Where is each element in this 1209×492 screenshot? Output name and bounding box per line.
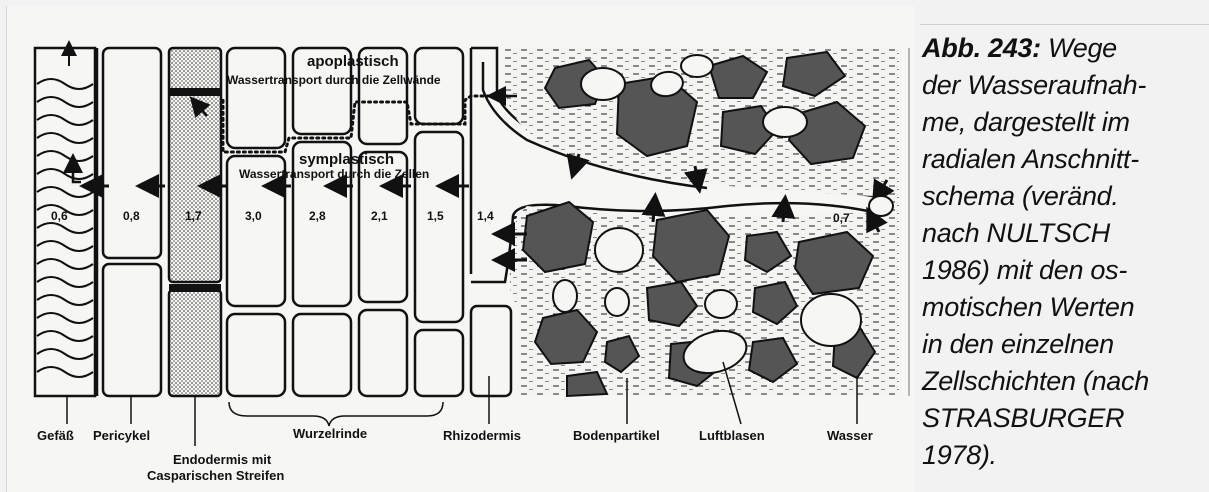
osmotic-value-endodermis: 1,7 bbox=[185, 209, 202, 223]
label-gefaess: Gefäß bbox=[37, 428, 74, 443]
label-wurzelrinde: Wurzelrinde bbox=[293, 426, 367, 441]
label-endodermis-line2: Casparischen Streifen bbox=[147, 468, 284, 483]
water-droplet bbox=[869, 196, 893, 216]
caption-line-6: nach NULTSCH bbox=[922, 215, 1207, 252]
symplastic-subtitle: Wassertransport durch die Zellen bbox=[239, 167, 429, 181]
osmotic-value-water: 0,7 bbox=[833, 211, 850, 225]
bottom-labels: Gefäß Pericykel Endodermis mit Casparisc… bbox=[37, 426, 873, 483]
label-pericykel: Pericykel bbox=[93, 428, 150, 443]
caption-line-4: radialen Anschnitt- bbox=[922, 141, 1207, 178]
osmotic-value-cortex-1: 3,0 bbox=[245, 209, 262, 223]
osmotic-value-cortex-4: 1,5 bbox=[427, 209, 444, 223]
caption-line-9: in den einzelnen bbox=[922, 326, 1207, 363]
caption-line-11: STRASBURGER bbox=[922, 400, 1207, 437]
caption-line-7: 1986) mit den os- bbox=[922, 252, 1207, 289]
label-luftblasen: Luftblasen bbox=[699, 428, 765, 443]
caption-text-1: Wege bbox=[1048, 33, 1117, 63]
caption-line-10: Zellschichten (nach bbox=[922, 363, 1207, 400]
label-wasser: Wasser bbox=[827, 428, 873, 443]
caption-line-1: Abb. 243: Wege bbox=[922, 30, 1207, 67]
osmotic-value-cortex-2: 2,8 bbox=[309, 209, 326, 223]
apoplastic-title: apoplastisch bbox=[307, 53, 399, 70]
label-bodenpartikel: Bodenpartikel bbox=[573, 428, 660, 443]
figure-number: Abb. 243: bbox=[922, 33, 1041, 63]
caption-line-8: motischen Werten bbox=[922, 289, 1207, 326]
apoplastic-subtitle: Wassertransport durch die Zellwände bbox=[227, 73, 441, 87]
root-cross-section-diagram: apoplastisch Wassertransport durch die Z… bbox=[7, 6, 915, 492]
casparian-strip-top bbox=[169, 88, 221, 96]
caption-line-12: 1978). bbox=[922, 437, 1207, 474]
figure-caption: Abb. 243: Wege der Wasseraufnah- me, dar… bbox=[922, 30, 1207, 474]
caption-line-2: der Wasseraufnah- bbox=[922, 67, 1207, 104]
caption-top-rule bbox=[920, 24, 1209, 25]
osmotic-value-pericycle: 0,8 bbox=[123, 209, 140, 223]
label-endodermis-line1: Endodermis mit bbox=[173, 452, 272, 467]
caption-line-3: me, dargestellt im bbox=[922, 104, 1207, 141]
osmotic-value-vessel: 0,6 bbox=[51, 209, 68, 223]
label-rhizodermis: Rhizodermis bbox=[443, 428, 521, 443]
symplastic-title: symplastisch bbox=[299, 151, 394, 168]
osmotic-value-cortex-3: 2,1 bbox=[371, 209, 388, 223]
casparian-strip-bottom bbox=[169, 284, 221, 292]
diagram-panel: apoplastisch Wassertransport durch die Z… bbox=[6, 6, 915, 492]
caption-line-5: schema (veränd. bbox=[922, 178, 1207, 215]
osmotic-value-rhizodermis: 1,4 bbox=[477, 209, 494, 223]
